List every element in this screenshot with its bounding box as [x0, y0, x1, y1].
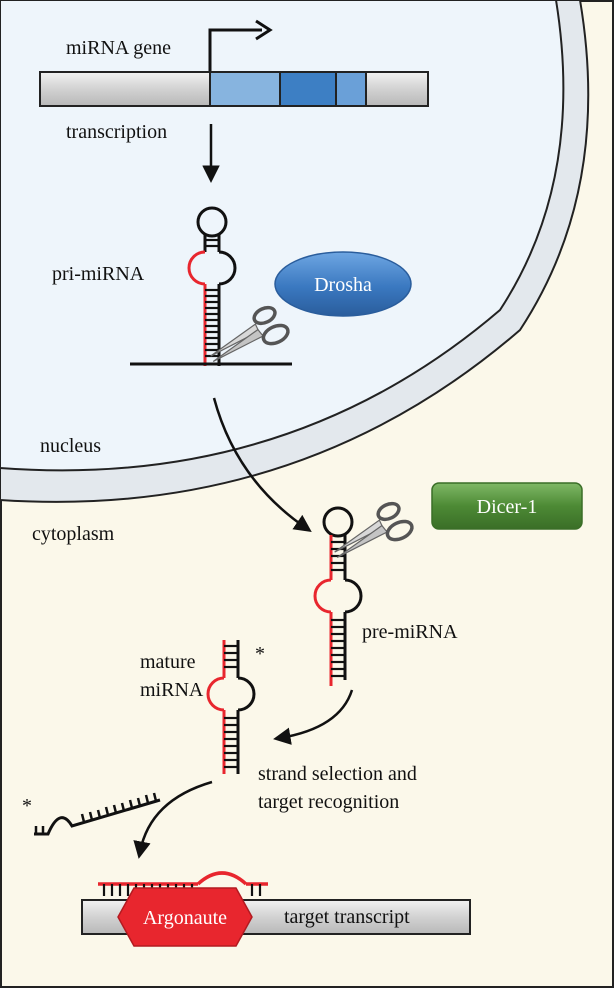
target-transcript-label: target transcript — [284, 906, 410, 928]
dicer-enzyme — [431, 482, 583, 530]
mature-mirna-duplex — [206, 640, 256, 774]
gene-exon-3 — [335, 71, 367, 107]
dicer-scissors-icon — [334, 501, 414, 559]
mature-mirna-star: * — [255, 643, 265, 665]
gene-exon-1 — [209, 71, 281, 107]
transcription-label: transcription — [66, 121, 167, 143]
pre-mirna-hairpin — [313, 506, 363, 686]
processing-arrow — [273, 689, 354, 745]
targeting-arrow — [133, 780, 213, 859]
strand-selection-label-line1: strand selection and — [258, 763, 417, 785]
nucleus-region — [0, 0, 565, 472]
strand-selection-label-line2: target recognition — [258, 791, 399, 813]
cytoplasm-label: cytoplasm — [32, 523, 115, 545]
mature-mirna-label-line1: mature — [140, 651, 196, 673]
transcription-start-arrowhead — [255, 19, 273, 41]
drosha-enzyme — [274, 251, 412, 317]
nucleus-label: nucleus — [40, 435, 101, 457]
argonaute-label: Argonaute — [143, 907, 227, 929]
passenger-strand — [34, 792, 161, 836]
mature-mirna-label-line2: miRNA — [140, 679, 204, 701]
pri-mirna-bulge-black — [218, 250, 237, 286]
scissors-icon — [210, 305, 290, 363]
transcription-start-arrow — [208, 28, 262, 72]
pri-mirna-hairpin — [130, 206, 292, 366]
mirna-gene-label: miRNA gene — [66, 37, 171, 59]
gene-exon-2 — [279, 71, 337, 107]
pri-mirna-bulge-red — [187, 250, 206, 286]
pri-mirna-terminal-loop — [196, 206, 228, 238]
passenger-strand-star: * — [22, 795, 32, 817]
dicer-label: Dicer-1 — [477, 496, 538, 518]
export-arrow — [212, 397, 312, 532]
argonaute-protein — [117, 887, 253, 947]
pri-mirna-label: pri-miRNA — [52, 263, 145, 285]
drosha-label: Drosha — [314, 274, 372, 296]
bound-mirna — [98, 871, 268, 896]
pre-mirna-label: pre-miRNA — [362, 621, 458, 643]
